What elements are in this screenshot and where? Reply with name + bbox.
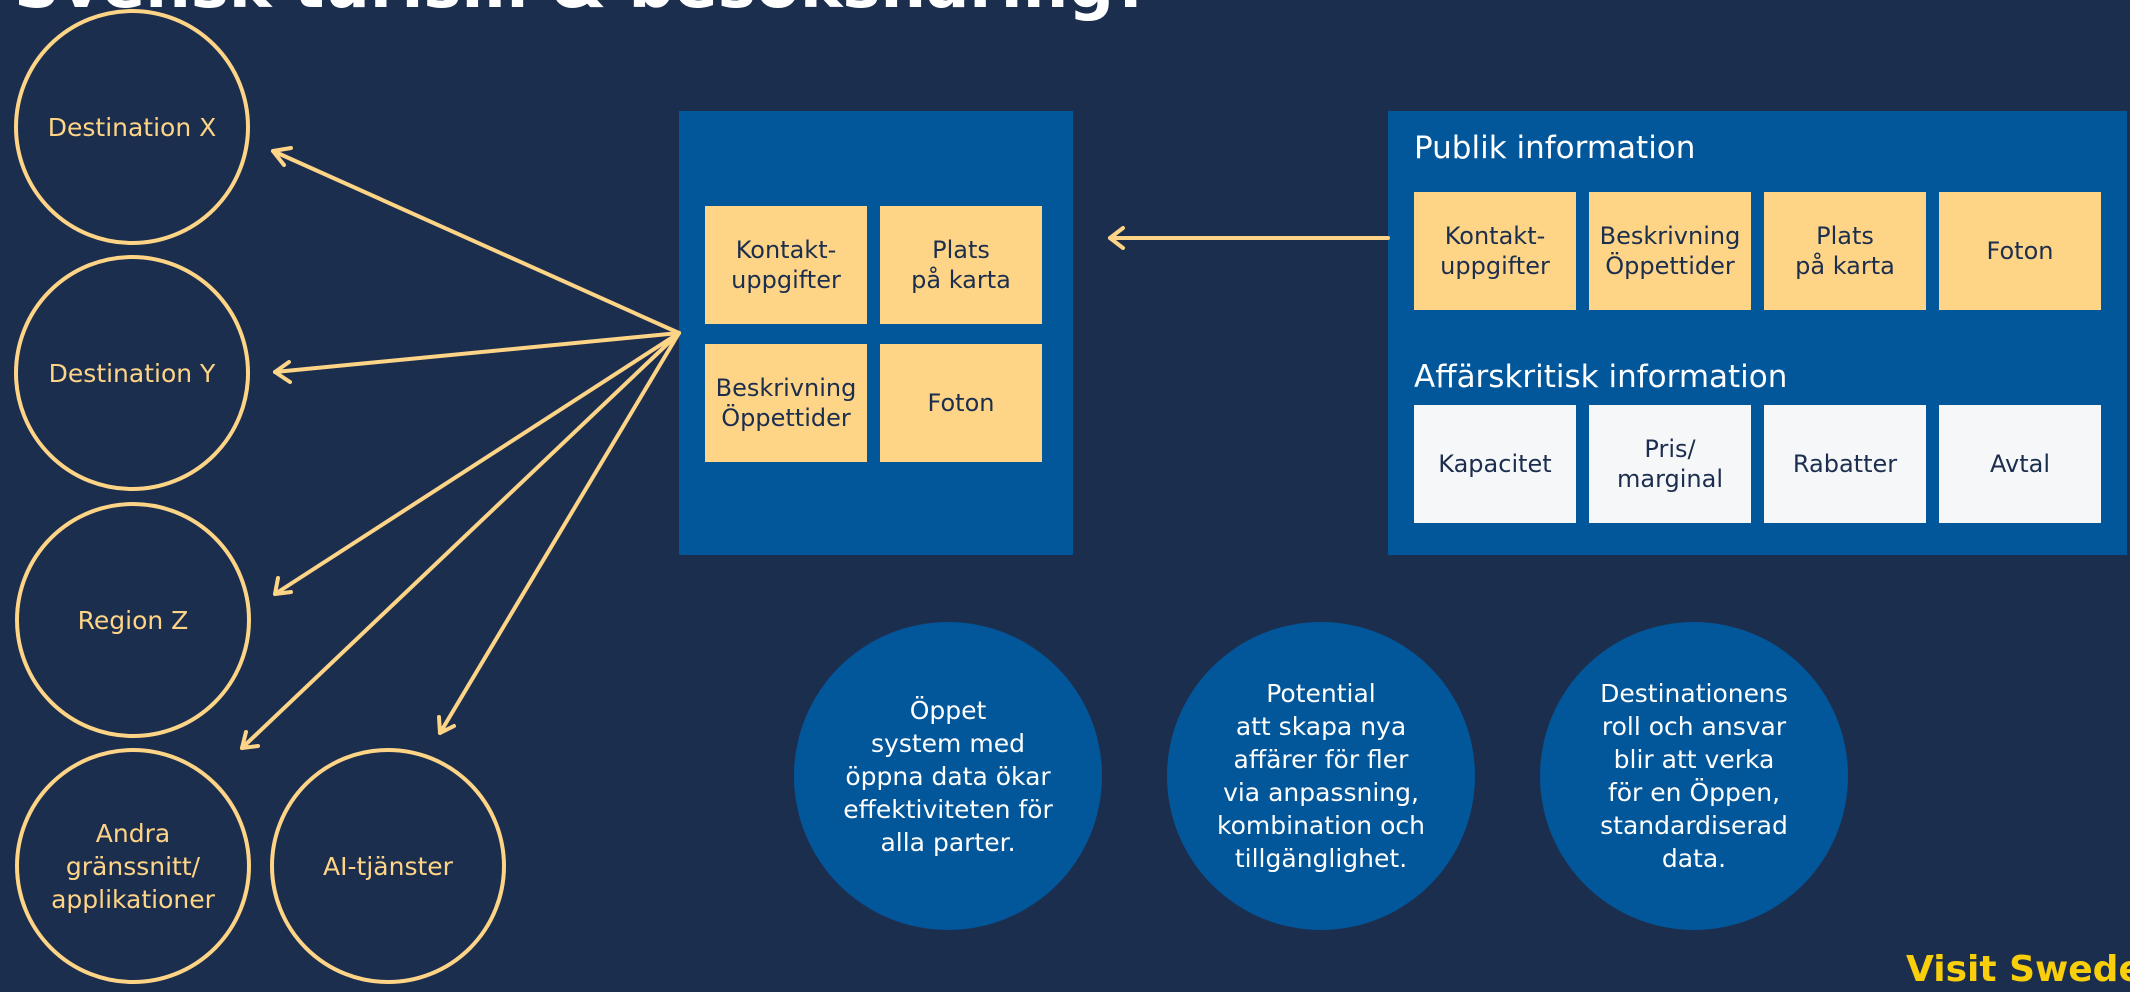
business-info-heading: Affärskritisk information (1414, 359, 1788, 395)
visit-sweden-logo: Visit Sweden (1906, 949, 2130, 990)
public-card-contact: Kontakt- uppgifter (1414, 192, 1576, 310)
slide-title: Svensk turism & besöksnäring? (14, 0, 1151, 24)
arrow-source-to-shared (1108, 226, 1390, 250)
arrow-to-ai-services (437, 331, 681, 735)
business-card-capacity: Kapacitet (1414, 405, 1576, 523)
public-card-map-location: Plats på karta (1764, 192, 1926, 310)
arrow-to-other-interfaces (240, 331, 681, 750)
other-interfaces-circle: Andra gränssnitt/ applikationer (15, 748, 251, 984)
region-z-circle: Region Z (15, 502, 251, 738)
center-card-photos: Foton (880, 344, 1042, 462)
business-card-agreements: Avtal (1939, 405, 2101, 523)
destination-y-circle: Destination Y (14, 255, 250, 491)
info-circle-open-system: Öppet system med öppna data ökar effekti… (794, 622, 1102, 930)
center-card-contact: Kontakt- uppgifter (705, 206, 867, 324)
business-card-price-margin: Pris/ marginal (1589, 405, 1751, 523)
center-card-description-hours: Beskrivning Öppettider (705, 344, 867, 462)
center-card-map-location: Plats på karta (880, 206, 1042, 324)
ai-services-circle: AI-tjänster (270, 748, 506, 984)
destination-x-circle: Destination X (14, 9, 250, 245)
arrow-to-region-z (273, 331, 681, 596)
shared-data-panel (679, 111, 1073, 555)
arrow-to-destination-y (273, 331, 681, 384)
public-card-photos: Foton (1939, 192, 2101, 310)
public-info-heading: Publik information (1414, 130, 1696, 166)
business-card-discounts: Rabatter (1764, 405, 1926, 523)
public-card-description-hours: Beskrivning Öppettider (1589, 192, 1751, 310)
arrow-to-destination-x (271, 146, 681, 335)
info-circle-destination-role: Destinationens roll och ansvar blir att … (1540, 622, 1848, 930)
info-circle-business-potential: Potential att skapa nya affärer för fler… (1167, 622, 1475, 930)
